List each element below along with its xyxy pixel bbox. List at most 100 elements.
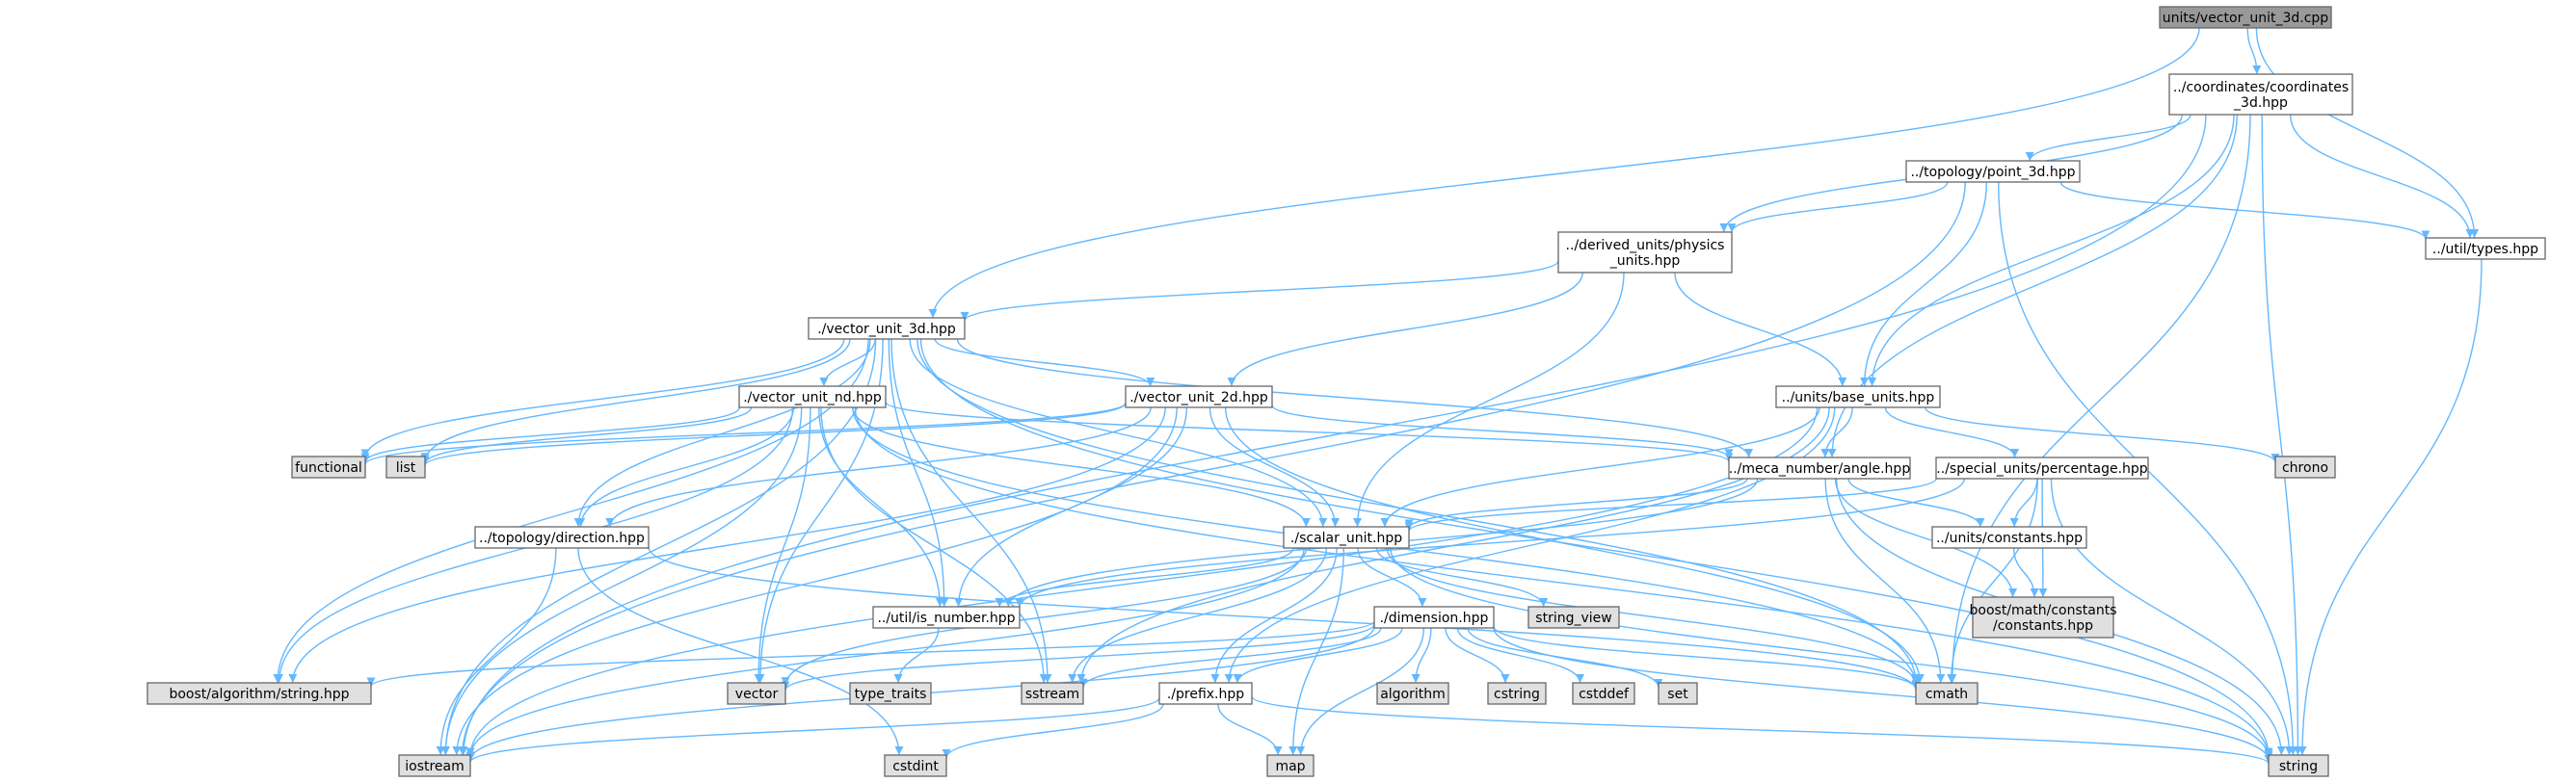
- edge-physics-to-baseunits: [1674, 272, 1847, 387]
- node-cstddef: cstddef: [1572, 682, 1635, 705]
- node-box: [1283, 526, 1410, 549]
- node-box: [385, 456, 426, 479]
- node-box: [1905, 160, 2081, 183]
- edge-dimension-to-cstring: [1445, 627, 1510, 684]
- node-constants[interactable]: ../units/constants.hpp: [1931, 526, 2087, 549]
- node-label: ./prefix.hpp: [1167, 687, 1244, 702]
- edge-percentage-to-scalar: [1404, 478, 1937, 533]
- edge-angle-to-cmath: [1824, 478, 1946, 684]
- edge-point3d-to-physics: [1727, 181, 1949, 233]
- edge-vu2d-to-cmath: [1225, 406, 1925, 684]
- edge-prefix-to-cstdint: [942, 703, 1164, 759]
- node-percentage[interactable]: ../special_units/percentage.hpp: [1935, 457, 2149, 480]
- edge-vu3d-to-isnumber: [888, 338, 949, 608]
- edge-vu3d-to-vu2d: [934, 338, 1155, 387]
- edge-vund-to-direction: [576, 406, 795, 528]
- edge-dimension-to-cmath: [1493, 625, 1921, 690]
- node-box: [1557, 231, 1733, 274]
- edge-isnumber-to-type_traits: [893, 627, 940, 684]
- node-angle[interactable]: ../meca_number/angle.hpp: [1728, 457, 1911, 480]
- edge-physics-to-vu3d: [960, 260, 1559, 322]
- node-box: [1487, 682, 1547, 705]
- node-isnumber[interactable]: ../util/is_number.hpp: [872, 606, 1021, 629]
- edge-vu2d-to-functional: [360, 402, 1127, 465]
- edge-vu3d-to-list: [420, 338, 851, 462]
- node-coord3d[interactable]: ../coordinates/coordinates_3d.hpp: [2168, 73, 2353, 116]
- edge-prefix-to-iostream: [465, 696, 1160, 764]
- node-types[interactable]: ../util/types.hpp: [2425, 237, 2546, 260]
- edge-baseunits-to-angle: [1820, 406, 1853, 458]
- node-point3d[interactable]: ../topology/point_3d.hpp: [1905, 160, 2081, 183]
- node-algorithm: algorithm: [1376, 682, 1449, 705]
- node-vu2d[interactable]: ./vector_unit_2d.hpp: [1125, 385, 1273, 408]
- edge-scalar-to-iostream: [465, 547, 1305, 757]
- node-box: [474, 526, 650, 549]
- node-direction[interactable]: ../topology/direction.hpp: [474, 526, 650, 549]
- node-box: [849, 682, 932, 705]
- node-box: [291, 456, 366, 479]
- node-set: set: [1658, 682, 1698, 705]
- edge-root-to-coord3d: [2246, 27, 2262, 75]
- edge-coord3d-to-string: [2261, 114, 2302, 756]
- node-box: [1266, 754, 1315, 777]
- edge-vu2d-to-boostalgo: [288, 406, 1166, 684]
- node-label: ../meca_number/angle.hpp: [1729, 461, 1911, 477]
- edge-vu3d-to-iostream: [440, 338, 877, 756]
- node-vu3d[interactable]: ./vector_unit_3d.hpp: [808, 317, 966, 340]
- node-scalar[interactable]: ./scalar_unit.hpp: [1283, 526, 1410, 549]
- edge-percentage-to-isnumber: [1015, 478, 1965, 608]
- edge-scalar-to-string_view: [1375, 547, 1549, 608]
- node-vund[interactable]: ./vector_unit_nd.hpp: [738, 385, 887, 408]
- node-label: ./scalar_unit.hpp: [1290, 531, 1402, 546]
- edge-angle-to-boostmath: [1834, 478, 2018, 598]
- edge-dimension-to-set: [1467, 627, 1663, 688]
- edge-vund-to-sstream: [820, 406, 1049, 684]
- node-box: [2274, 456, 2336, 479]
- node-label: ../coordinates/coordinates_3d.hpp: [2173, 80, 2349, 111]
- node-label: ./vector_unit_3d.hpp: [817, 322, 956, 337]
- node-chrono: chrono: [2274, 456, 2336, 479]
- edge-vu3d-to-angle: [956, 338, 1753, 458]
- node-label: string_view: [1535, 611, 1611, 626]
- edge-dimension-to-sstream: [1078, 627, 1382, 688]
- edge-baseunits-to-scalar: [1380, 406, 1820, 528]
- node-box: [1158, 682, 1253, 705]
- edge-layer: [273, 27, 2483, 765]
- edge-dimension-to-string: [1493, 627, 2273, 761]
- node-label: cstring: [1494, 687, 1540, 702]
- node-label: functional: [295, 460, 362, 476]
- node-type_traits: type_traits: [849, 682, 932, 705]
- edge-vund-to-vector: [754, 406, 811, 684]
- edge-baseunits-to-chrono: [1925, 406, 2280, 463]
- edge-baseunits-to-percentage: [1884, 406, 2020, 458]
- edge-coord3d-to-point3d: [2025, 114, 2191, 162]
- edge-coord3d-to-types: [2289, 114, 2475, 239]
- node-label: ./vector_unit_nd.hpp: [743, 390, 882, 405]
- node-prefix[interactable]: ./prefix.hpp: [1158, 682, 1253, 705]
- node-label: algorithm: [1380, 687, 1446, 702]
- node-box: [1527, 606, 1620, 629]
- edge-vu2d-to-direction: [605, 406, 1152, 528]
- edge-prefix-to-map: [1217, 703, 1283, 756]
- node-dimension[interactable]: ./dimension.hpp: [1373, 606, 1495, 629]
- node-label: ../util/is_number.hpp: [877, 611, 1015, 626]
- node-root[interactable]: units/vector_unit_3d.cpp: [2159, 6, 2332, 29]
- node-box: [727, 682, 786, 705]
- node-label: cstddef: [1579, 687, 1630, 702]
- edge-vu3d-to-scalar: [909, 338, 1328, 528]
- node-baseunits[interactable]: ../units/base_units.hpp: [1775, 385, 1941, 408]
- node-label: ../topology/direction.hpp: [479, 531, 645, 546]
- edge-vu2d-to-angle: [1271, 405, 1734, 458]
- node-string: string: [2268, 754, 2329, 777]
- node-label: list: [396, 460, 416, 476]
- node-physics[interactable]: ../derived_units/physics_units.hpp: [1557, 231, 1733, 274]
- node-box: [738, 385, 887, 408]
- node-box: [1021, 682, 1084, 705]
- node-label: string: [2279, 759, 2318, 774]
- edge-percentage-to-constants: [2009, 478, 2038, 528]
- edge-scalar-to-dimension: [1357, 547, 1427, 608]
- edge-dimension-to-cstddef: [1456, 627, 1584, 684]
- node-cstring: cstring: [1487, 682, 1547, 705]
- edge-point3d-to-baseunits: [1860, 181, 1988, 387]
